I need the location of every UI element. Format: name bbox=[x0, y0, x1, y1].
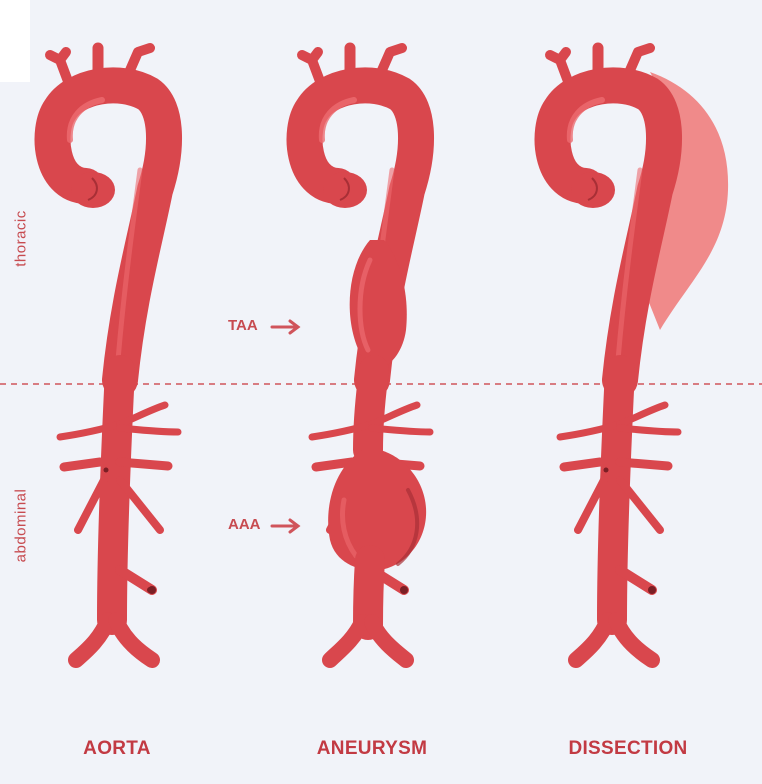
aaa-arrow-icon bbox=[270, 518, 301, 534]
taa-text: TAA bbox=[228, 317, 258, 334]
taa-arrow-icon bbox=[270, 319, 301, 335]
aorta-normal bbox=[50, 48, 178, 668]
corner-patch bbox=[0, 0, 30, 82]
panel-label-aneurysm: ANEURYSM bbox=[316, 738, 428, 759]
aorta-aneurysm bbox=[302, 48, 430, 668]
thoracic-label: thoracic bbox=[12, 210, 30, 267]
aaa-text: AAA bbox=[228, 516, 261, 533]
taa-label: TAA bbox=[228, 317, 258, 334]
abdominal-label: abdominal bbox=[12, 488, 30, 563]
aorta-dissection bbox=[550, 48, 729, 668]
aaa-label: AAA bbox=[228, 516, 261, 533]
panel-label-aorta: AORTA bbox=[83, 738, 151, 759]
panel-label-dissection: DISSECTION bbox=[568, 738, 688, 759]
